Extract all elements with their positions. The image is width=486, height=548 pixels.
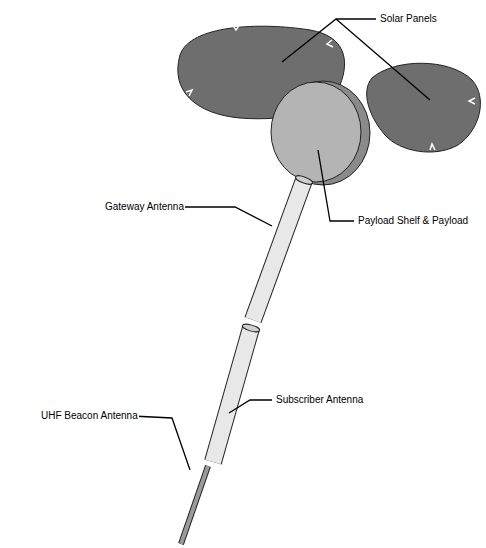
part-label: Gateway Antenna bbox=[104, 201, 185, 213]
part-label: Subscriber Antenna bbox=[275, 394, 364, 406]
solar-panel bbox=[367, 63, 481, 152]
part-label: UHF Beacon Antenna bbox=[40, 410, 139, 422]
leader-line bbox=[132, 19, 430, 470]
gateway-antenna bbox=[253, 174, 313, 320]
uhf-beacon-antenna bbox=[181, 466, 208, 544]
part-label: Payload Shelf & Payload bbox=[357, 215, 469, 227]
payload-shelf bbox=[271, 81, 370, 185]
part-label: Solar Panels bbox=[379, 13, 438, 25]
subscriber-antenna bbox=[213, 323, 260, 462]
